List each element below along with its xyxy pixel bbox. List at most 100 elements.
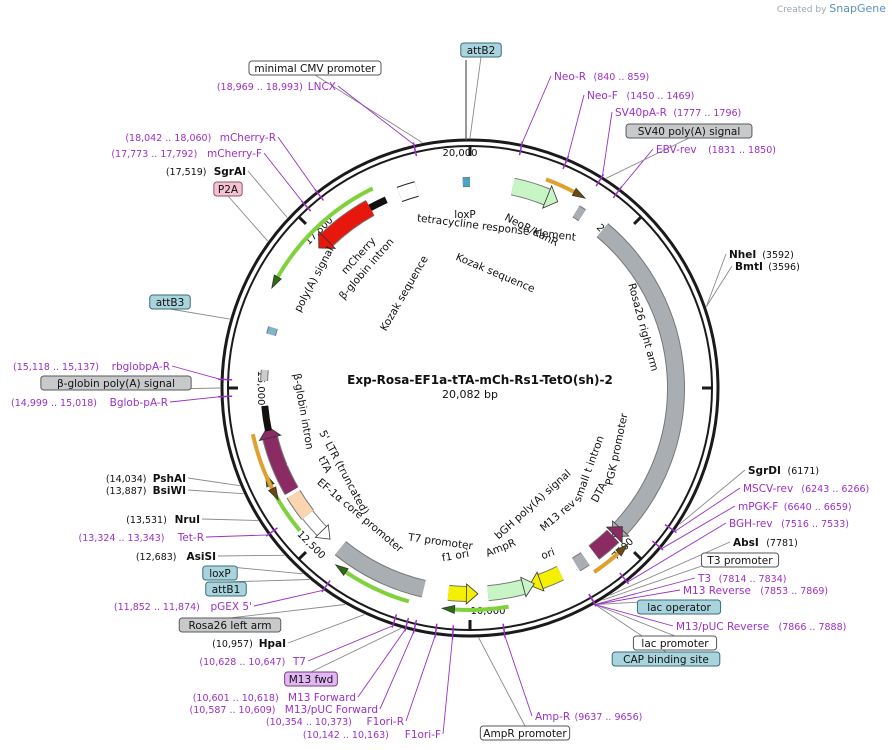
feature-box[interactable] — [205, 581, 247, 597]
feature-attb3-block[interactable] — [267, 326, 277, 336]
leader-line — [205, 534, 268, 538]
feature-box[interactable] — [632, 635, 718, 651]
primer-arc-green — [454, 604, 509, 612]
primer-label: Tet-R — [177, 532, 204, 544]
enzyme-label: PshAI — [153, 473, 186, 485]
leader-line — [679, 469, 746, 525]
position-range: (7814 .. 7834) — [719, 574, 787, 585]
outer-label-42: BmtI(3596) — [735, 261, 800, 273]
primer-label: Amp-R — [535, 711, 570, 723]
leader-line — [705, 265, 733, 307]
leader-line — [253, 589, 324, 607]
feature-rosa26-right-arm[interactable] — [597, 224, 684, 534]
feature-sv40-block[interactable] — [572, 206, 586, 221]
feature-neor-kanr[interactable] — [511, 178, 551, 205]
snapgene-credit: Created by SnapGene — [777, 2, 886, 15]
tetr-arrowhead — [258, 426, 282, 442]
feature-dta[interactable] — [589, 530, 619, 559]
feature-box[interactable] — [40, 375, 192, 391]
primer-arrow-green — [271, 274, 282, 290]
feature-ef1a-core[interactable] — [302, 511, 327, 536]
primer-arc-orange — [250, 433, 274, 490]
outer-label-25: F1ori-R(10,354 .. 10,373) — [266, 716, 404, 728]
feature-ori[interactable] — [537, 566, 564, 589]
feature-box[interactable] — [213, 181, 243, 197]
feature-bglobin-polya-block[interactable] — [261, 369, 268, 381]
outer-label-3: mCherry-R(18,042 .. 18,060) — [125, 132, 276, 144]
leader-line — [314, 74, 423, 143]
label-f1-ori: f1 ori — [441, 548, 470, 565]
feature-box[interactable] — [149, 294, 191, 310]
feature-box[interactable] — [178, 617, 282, 633]
primer-site-mark — [314, 188, 325, 201]
feature-box[interactable] — [700, 552, 780, 568]
tick-mark — [632, 215, 643, 226]
feature-mcherry[interactable] — [321, 200, 375, 246]
leader-line — [169, 308, 230, 320]
feature-box[interactable] — [611, 651, 721, 667]
feature-f1-ori[interactable] — [447, 585, 467, 601]
feature-box[interactable] — [636, 599, 722, 615]
feature-tetr[interactable] — [263, 436, 298, 495]
feature-box[interactable] — [460, 42, 502, 58]
leader-line — [405, 635, 436, 722]
primer-site-mark — [300, 200, 312, 212]
primer-site-mark — [321, 580, 331, 593]
outer-label-2: LNCX(18,969 .. 18,993) — [217, 81, 336, 93]
leader-line — [594, 589, 681, 605]
feature-box[interactable] — [479, 725, 571, 741]
feature-box[interactable] — [202, 565, 238, 581]
outer-label-28: Amp-R (9637 .. 9656) — [535, 711, 642, 723]
outer-label-17: attB1 — [205, 581, 247, 597]
feature-tta[interactable] — [287, 490, 314, 520]
outer-label-5: SgrAI(17,519) — [166, 166, 246, 178]
outer-label-24: M13/pUC Forward(10,587 .. 10,609) — [190, 704, 378, 716]
position-range: (18,042 .. 18,060) — [125, 133, 211, 144]
position-range: (15,118 .. 15,137) — [13, 362, 99, 373]
feature-box[interactable] — [284, 671, 338, 687]
label-kozak-2: Kozak sequence — [454, 251, 537, 295]
feature-box[interactable] — [625, 123, 753, 139]
feature-bglobin-intron-top[interactable] — [368, 197, 388, 211]
primer-label: mPGK-F — [738, 501, 778, 513]
feature-rosa26-left-arm[interactable] — [335, 541, 426, 597]
outer-label-40: SgrDI(6171) — [748, 465, 819, 477]
position-range: (12,683) — [136, 552, 177, 563]
feature-ampr[interactable] — [487, 580, 526, 601]
position-range: (9637 .. 9656) — [575, 712, 643, 723]
feature-box-label: lac promoter — [641, 638, 709, 650]
feature-m13-rev-block[interactable] — [572, 552, 590, 571]
position-range: (11,852 .. 11,874) — [114, 602, 200, 613]
leader-line — [247, 170, 288, 218]
leader-line — [620, 148, 654, 189]
outer-label-33: M13 Reverse(7853 .. 7869) — [683, 585, 828, 597]
primer-arrow-orange — [267, 486, 279, 501]
primer-label: mCherry-F — [207, 148, 262, 160]
feature-box[interactable] — [248, 60, 382, 76]
primer-label: T7 — [292, 656, 306, 668]
primer-arrow-orange — [615, 543, 629, 557]
outer-label-46: Neo-F(1450 .. 1469) — [587, 90, 694, 102]
primer-site-mark — [518, 141, 524, 156]
mcherry-arrowhead — [318, 230, 337, 249]
primer-arrow-orange — [571, 187, 587, 199]
leader-line — [605, 137, 690, 179]
primer-label: T3 — [697, 573, 711, 585]
position-range: (7781) — [766, 538, 798, 549]
feature-box-label: T3 promoter — [706, 555, 773, 567]
primer-label: pGEX 5' — [210, 601, 252, 613]
enzyme-label: NruI — [175, 514, 200, 526]
neor-arrowhead — [541, 184, 559, 209]
backbone-outer-ring — [220, 138, 720, 638]
outer-label-27: AmpR promoter — [479, 725, 571, 741]
leader-line — [357, 629, 406, 698]
position-range: (1777 .. 1796) — [673, 108, 741, 119]
feature-bglobin-intron-left[interactable] — [262, 405, 271, 432]
feature-minimal-cmv[interactable] — [397, 182, 419, 202]
primer-site-mark — [502, 623, 506, 638]
outer-label-41: NheI(3592) — [729, 249, 794, 261]
leader-line — [627, 522, 727, 583]
enzyme-label: NheI — [729, 249, 756, 261]
leader-line — [307, 625, 393, 662]
